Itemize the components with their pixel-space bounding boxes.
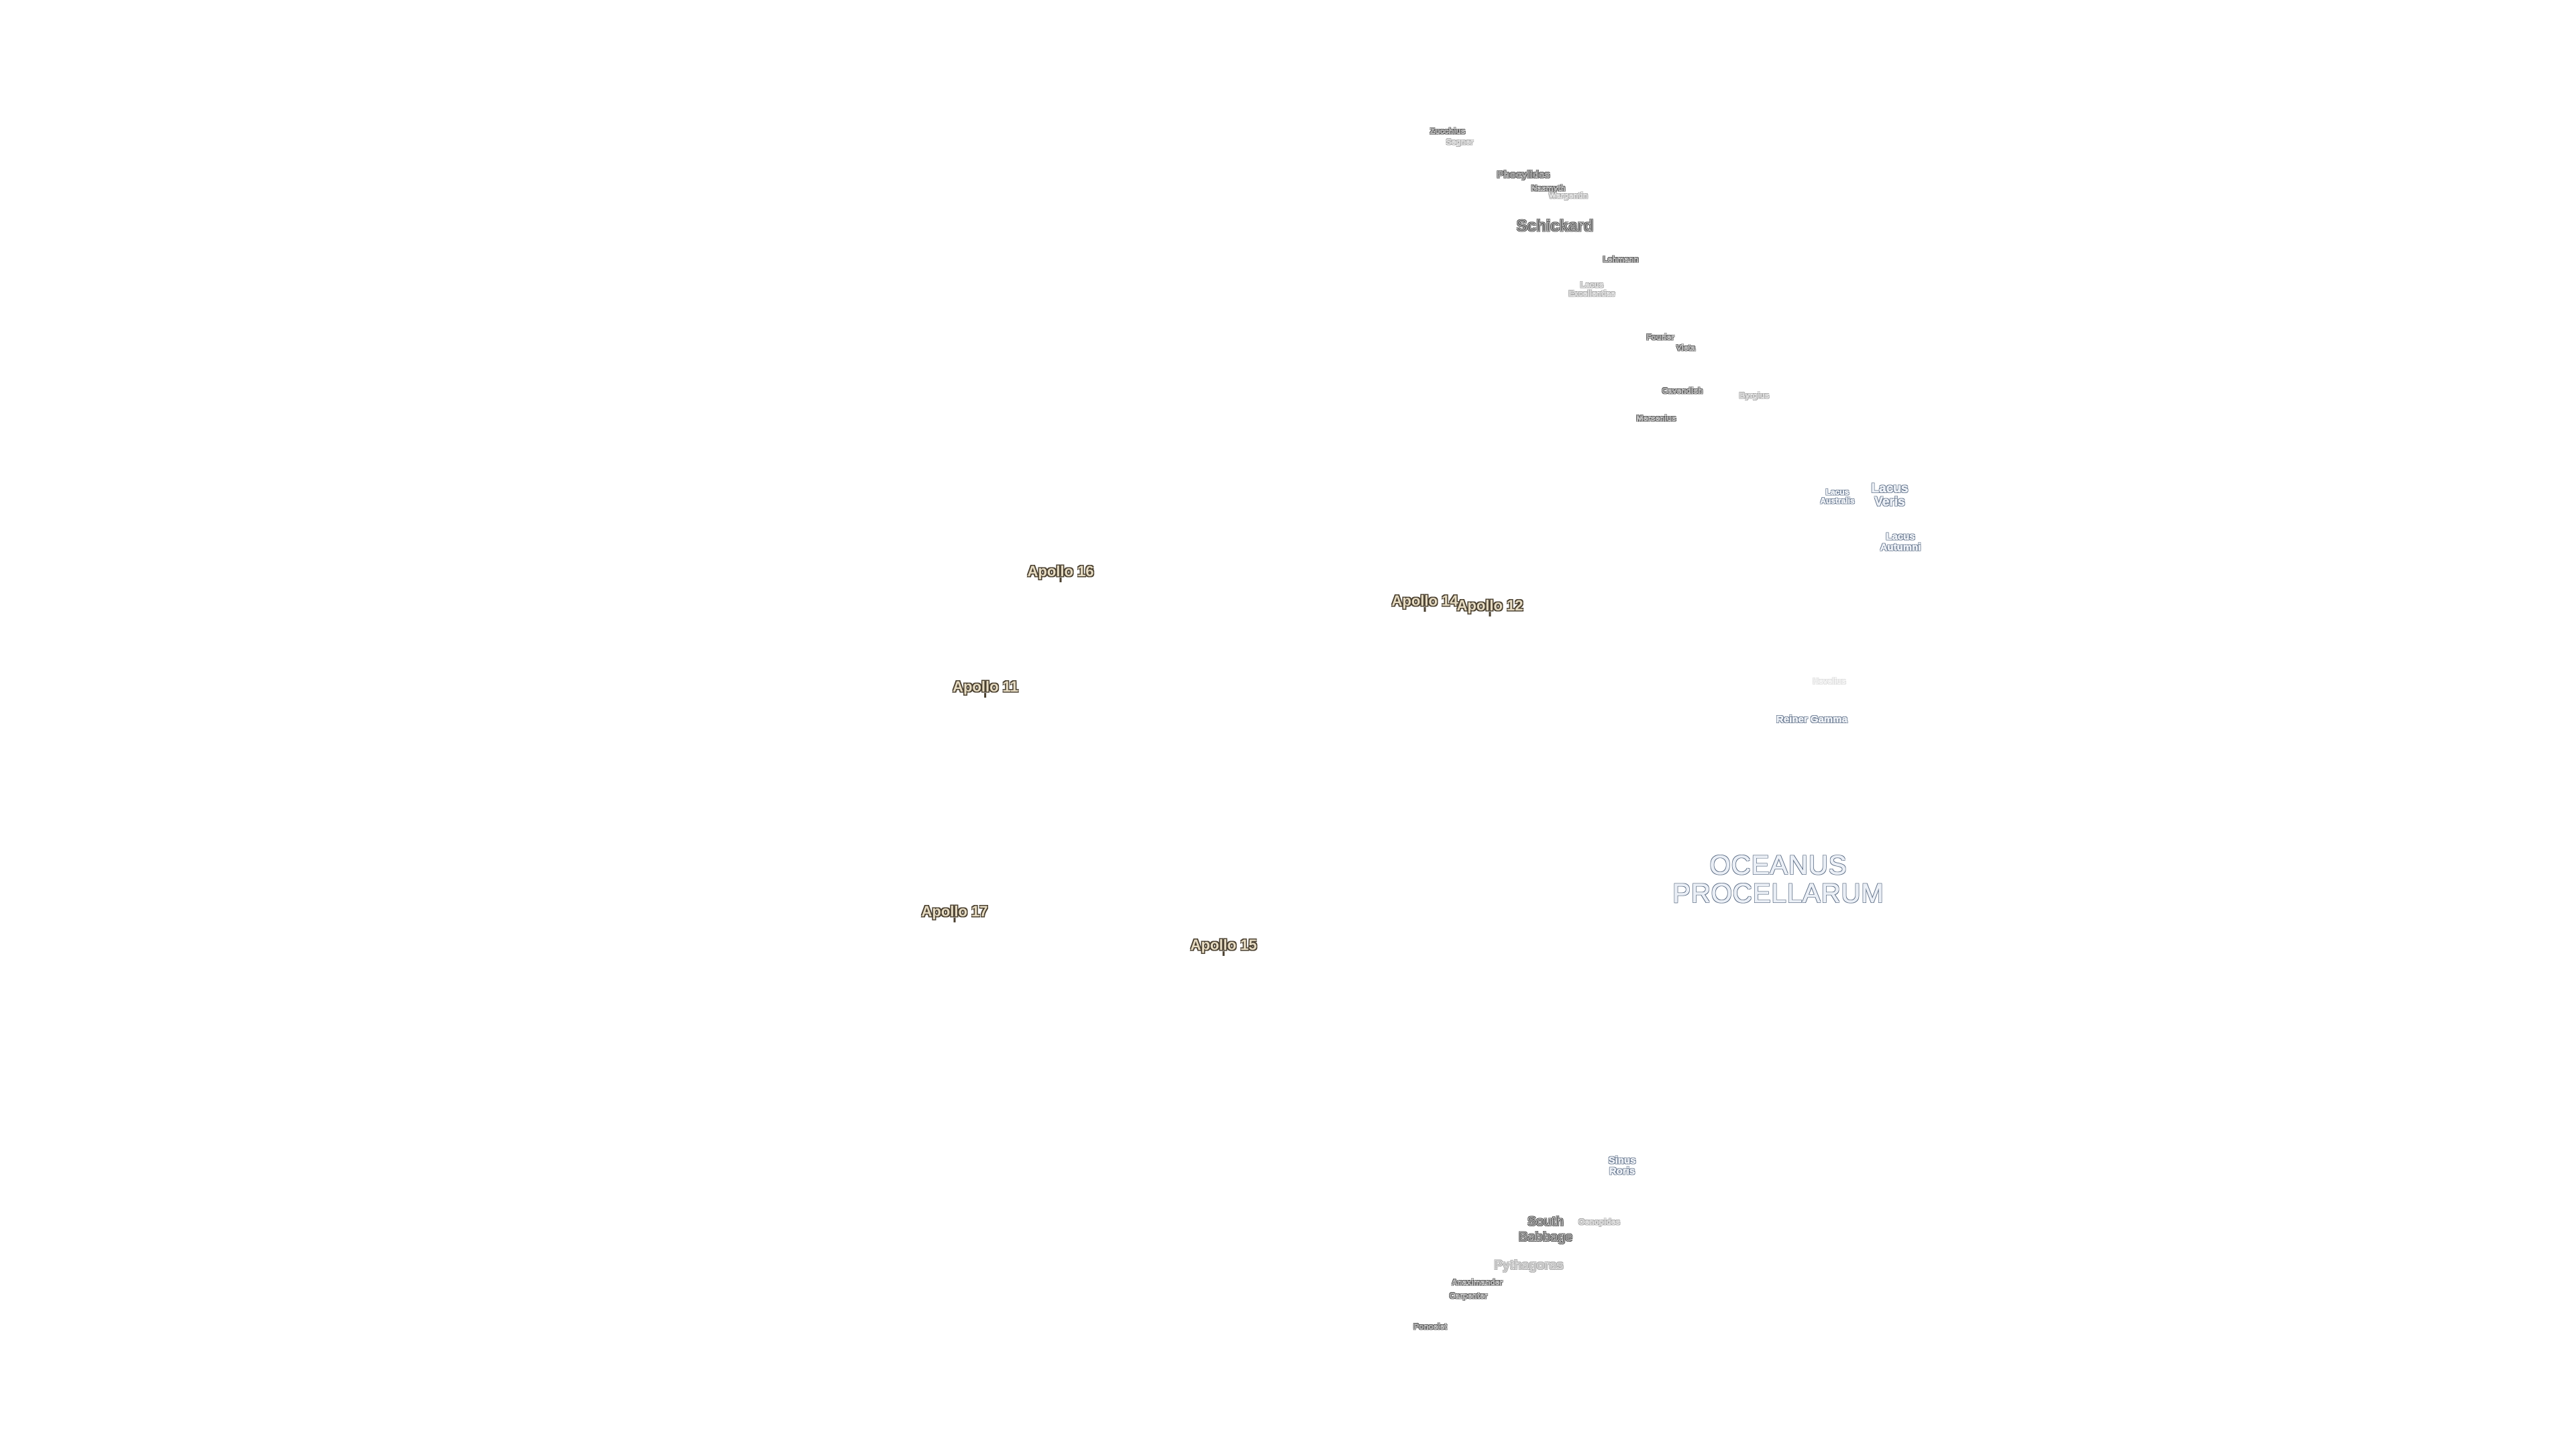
crater-label-faint[interactable]: Hevelius xyxy=(1813,676,1846,686)
crater-label-carpenter[interactable]: Carpenter xyxy=(1449,1291,1488,1301)
crater-label-cavendish[interactable]: Cavendish xyxy=(1662,386,1703,396)
crater-label-zucchius[interactable]: Zucchius xyxy=(1430,126,1466,136)
apollo-14-label: Apollo 14 xyxy=(1391,592,1458,609)
crater-label-schickard[interactable]: Schickard xyxy=(1516,217,1594,235)
landing-marker-icon xyxy=(1222,951,1225,957)
crater-label-babbage[interactable]: Babbage xyxy=(1518,1230,1573,1245)
apollo-16-site[interactable]: Apollo 16 xyxy=(1027,562,1094,583)
mare-label-lacus-australis[interactable]: Lacus Australis xyxy=(1820,487,1855,505)
crater-label-vieta[interactable]: Vieta xyxy=(1676,343,1696,353)
crater-label-oenopides[interactable]: Oenopides xyxy=(1578,1217,1621,1227)
crater-label-phocylides[interactable]: Phocylides xyxy=(1497,169,1550,181)
mare-label-lacus-excellentiae[interactable]: Lacus Excellentiae xyxy=(1568,280,1615,298)
apollo-12-site[interactable]: Apollo 12 xyxy=(1456,596,1523,617)
apollo-17-site[interactable]: Apollo 17 xyxy=(921,902,988,923)
landing-marker-icon xyxy=(984,693,987,698)
apollo-16-label: Apollo 16 xyxy=(1027,562,1094,580)
crater-label-mersenius[interactable]: Mersenius xyxy=(1636,413,1676,423)
crater-label-byrgius[interactable]: Byrgius xyxy=(1739,390,1770,400)
apollo-17-label: Apollo 17 xyxy=(921,902,988,920)
landing-marker-icon xyxy=(953,918,956,923)
mare-label-oceanus-procellarum[interactable]: OCEANUS PROCELLARUM xyxy=(1672,851,1884,908)
crater-label-pythagoras[interactable]: Pythagoras xyxy=(1494,1258,1564,1273)
apollo-14-site[interactable]: Apollo 14 xyxy=(1391,593,1458,612)
crater-label-south[interactable]: South xyxy=(1527,1215,1564,1230)
mare-label-sinus-roris[interactable]: Sinus Roris xyxy=(1608,1155,1636,1177)
crater-label-fourier[interactable]: Fourier xyxy=(1646,332,1674,342)
crater-label-nasmyth[interactable]: Nasmyth xyxy=(1531,183,1566,193)
landing-marker-icon xyxy=(1489,612,1491,617)
apollo-12-label: Apollo 12 xyxy=(1456,596,1523,614)
crater-label-wargentin[interactable]: Wargentin xyxy=(1548,191,1589,201)
crater-label-segner[interactable]: Segner xyxy=(1446,137,1474,147)
apollo-11-site[interactable]: Apollo 11 xyxy=(953,679,1018,698)
mare-label-lacus-autumni[interactable]: Lacus Autumni xyxy=(1880,531,1921,553)
crater-label-lehmann[interactable]: Lehmann xyxy=(1603,254,1639,264)
apollo-15-site[interactable]: Apollo 15 xyxy=(1190,936,1257,957)
apollo-11-label: Apollo 11 xyxy=(953,678,1018,695)
crater-label-poncelet[interactable]: Poncelet xyxy=(1413,1322,1448,1332)
crater-label-anaximander[interactable]: Anaximander xyxy=(1451,1277,1503,1287)
apollo-15-label: Apollo 15 xyxy=(1190,936,1257,953)
landing-marker-icon xyxy=(1059,578,1062,583)
landing-marker-icon xyxy=(1424,607,1426,612)
mare-label-lacus-veris[interactable]: Lacus Veris xyxy=(1871,482,1909,509)
feature-label-reiner-gamma[interactable]: Reiner Gamma xyxy=(1776,714,1847,726)
